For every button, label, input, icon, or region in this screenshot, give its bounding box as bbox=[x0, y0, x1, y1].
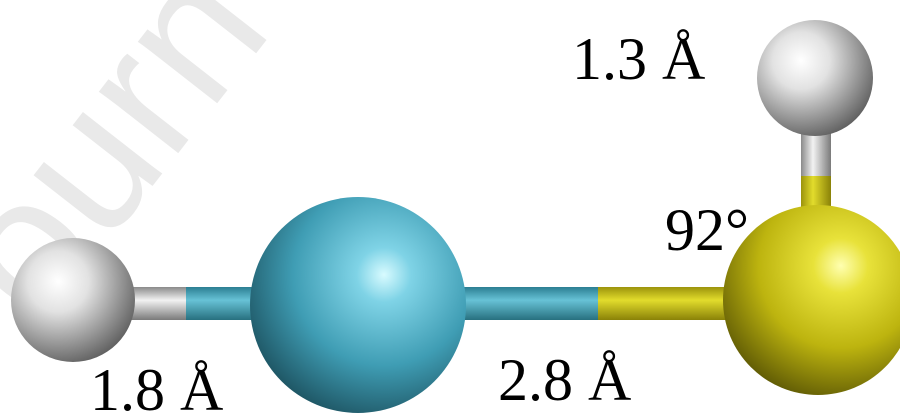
hydrogen-atom-top bbox=[757, 20, 873, 136]
bond-length-label-center: 2.8 Å bbox=[498, 347, 631, 413]
bond-length-label-top: 1.3 Å bbox=[572, 26, 705, 92]
central-atom bbox=[250, 197, 466, 413]
bond-length-label-left: 1.8 Å bbox=[90, 357, 223, 416]
bond-angle-label: 92° bbox=[665, 197, 749, 263]
hydrogen-atom-left bbox=[11, 238, 135, 362]
atoms bbox=[11, 20, 900, 413]
sulfur-atom bbox=[723, 205, 900, 395]
bond-center-s-yellow bbox=[598, 287, 748, 320]
bond-center-s-blue bbox=[455, 287, 600, 320]
